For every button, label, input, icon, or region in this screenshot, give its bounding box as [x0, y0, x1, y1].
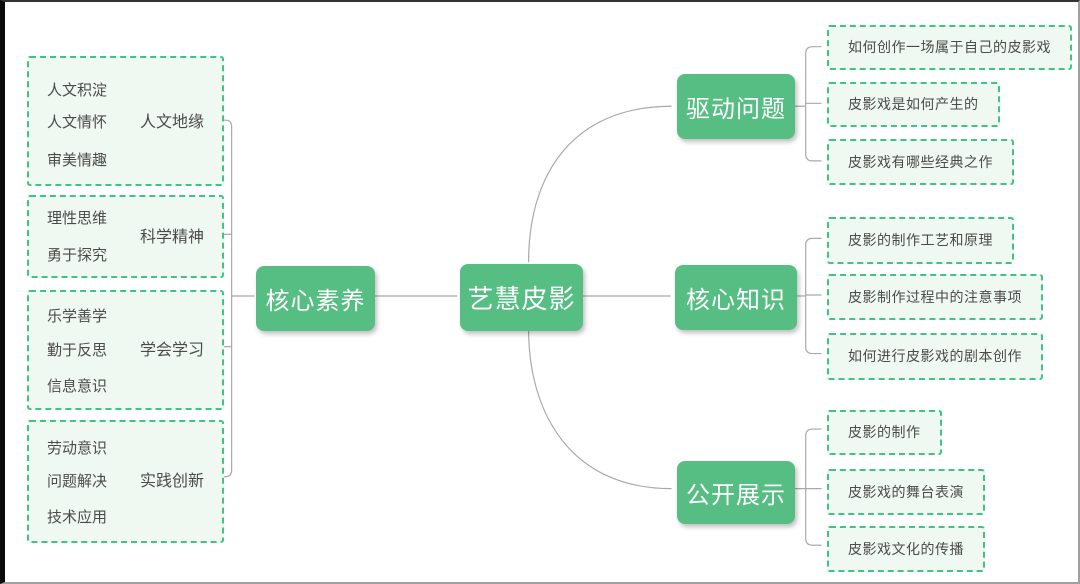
leaf-item[interactable]: 皮影戏有哪些经典之作	[827, 139, 1014, 185]
node-root[interactable]: 艺慧皮影	[460, 264, 583, 331]
group-item-label: 勇于探究	[47, 247, 108, 264]
group-item-label: 劳动意识	[47, 440, 108, 457]
left-group-practice: 劳动意识 问题解决 技术应用 实践创新	[27, 420, 224, 543]
group-item-label: 技术应用	[47, 509, 108, 526]
leaf-item[interactable]: 皮影戏的舞台表演	[827, 469, 985, 515]
group-item-label: 理性思维	[47, 210, 108, 227]
group-parent-label: 学会学习	[140, 342, 205, 359]
leaf-item[interactable]: 如何进行皮影戏的剧本创作	[827, 333, 1043, 380]
group-parent-label: 科学精神	[140, 229, 205, 246]
left-group-learning: 乐学善学 勤于反思 信息意识 学会学习	[27, 290, 224, 410]
group-item-label: 勤于反思	[47, 342, 108, 359]
group-parent-label: 人文地缘	[140, 114, 205, 131]
leaf-item[interactable]: 皮影戏文化的传播	[827, 526, 985, 572]
leaf-item[interactable]: 如何创作一场属于自己的皮影戏	[827, 25, 1072, 70]
group-item-label: 乐学善学	[47, 308, 108, 325]
group-item-label: 人文积淀	[47, 82, 108, 99]
group-item-label: 审美情趣	[47, 152, 108, 169]
node-public-display[interactable]: 公开展示	[677, 461, 795, 524]
leaf-item[interactable]: 皮影的制作	[827, 410, 942, 455]
left-group-humanity: 人文积淀 人文情怀 审美情趣 人文地缘	[27, 56, 224, 186]
leaf-item[interactable]: 皮影的制作工艺和原理	[827, 217, 1014, 264]
group-item-label: 信息意识	[47, 378, 108, 395]
group-item-label: 人文情怀	[47, 114, 108, 131]
leaf-item[interactable]: 皮影制作过程中的注意事项	[827, 274, 1043, 320]
left-group-science: 理性思维 勇于探究 科学精神	[27, 195, 224, 278]
node-core-knowledge[interactable]: 核心知识	[675, 265, 797, 330]
node-core-competencies[interactable]: 核心素养	[256, 266, 375, 331]
group-parent-label: 实践创新	[140, 473, 205, 490]
leaf-item[interactable]: 皮影戏是如何产生的	[827, 82, 1000, 127]
group-item-label: 问题解决	[47, 473, 108, 490]
node-driving-questions[interactable]: 驱动问题	[677, 74, 795, 139]
